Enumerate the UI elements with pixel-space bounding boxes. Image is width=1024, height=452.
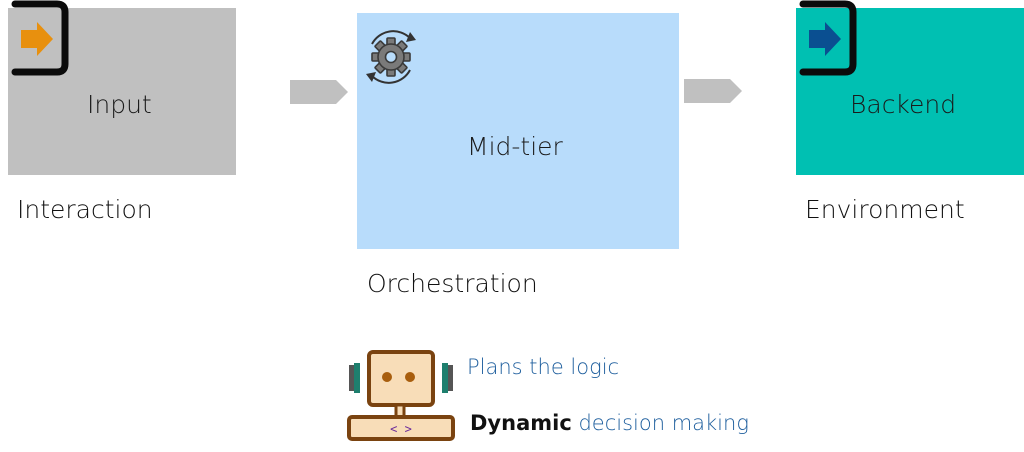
agent-note-plans: Plans the logic [467,355,620,379]
agent-note-decision: Dynamic decision making [470,411,749,435]
robot-agent-icon: < > [347,350,455,441]
input-caption: Interaction [17,195,153,224]
gear-sync-icon [366,30,416,84]
agent-note-bold: Dynamic [470,411,572,435]
backend-title: Backend [850,90,957,119]
input-title: Input [87,90,152,119]
code-glyph: < > [390,422,412,436]
agent-note-rest: decision making [571,411,749,435]
mid-tier-box [357,13,679,249]
arrow-right-icon [11,0,69,76]
mid-tier-title: Mid-tier [467,132,563,161]
connector-arrow-icon [290,80,348,104]
backend-caption: Environment [805,195,965,224]
arrow-right-icon [799,0,857,76]
connector-arrow-icon [684,79,742,103]
mid-tier-caption: Orchestration [367,269,538,298]
